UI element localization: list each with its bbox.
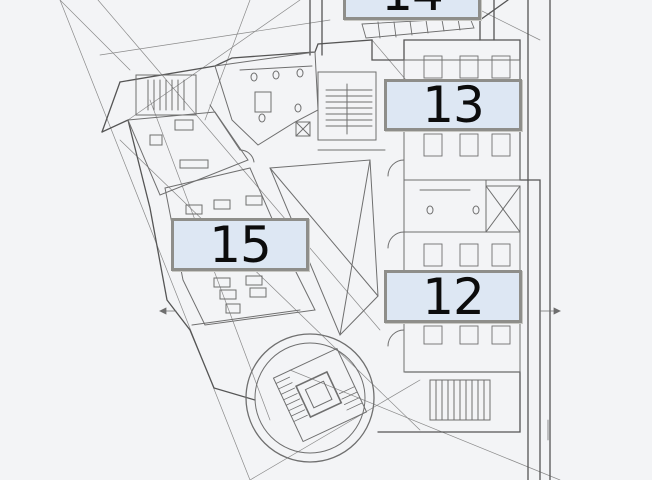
desks-room-12 (423, 243, 511, 345)
restrooms-upper (214, 51, 319, 146)
atrium-void (269, 159, 379, 336)
room-15-label[interactable]: 15 (171, 218, 309, 271)
circular-stair-tower (245, 333, 375, 463)
desks-room-13 (423, 55, 511, 157)
room-12-label[interactable]: 12 (384, 270, 522, 323)
construction-lines (59, 0, 561, 480)
desks-room-14 (361, 17, 475, 39)
stair-bottom-right (429, 379, 491, 421)
office-room (127, 104, 255, 196)
room-14-label[interactable]: 14 (343, 0, 481, 20)
stair-central (317, 71, 386, 151)
dimension-markers (159, 307, 561, 441)
classroom-15-walls (164, 167, 316, 326)
room-13-label[interactable]: 13 (384, 79, 522, 131)
stair-top-left (135, 74, 197, 116)
